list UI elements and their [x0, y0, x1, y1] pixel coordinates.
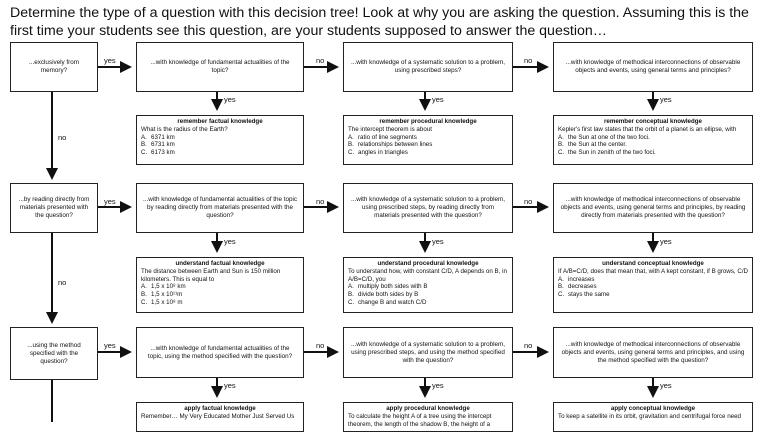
- example-question: To calculate the height A of a tree usin…: [348, 412, 492, 428]
- question-conceptual: ...with knowledge of methodical intercon…: [553, 327, 753, 378]
- question-factual: ...with knowledge of fundamental actuali…: [136, 327, 304, 378]
- page-title: Determine the type of a question with th…: [10, 5, 749, 39]
- example-apply-conceptual: apply conceptual knowledge To keep a sat…: [553, 402, 753, 432]
- option-b: B.the Sun at the center.: [558, 141, 627, 149]
- example-question: The distance between Earth and Sun is 15…: [141, 267, 281, 283]
- question-conceptual: ...with knowledge of methodical intercon…: [553, 42, 753, 92]
- example-understand-procedural: understand procedural knowledge To under…: [343, 257, 513, 313]
- example-question: The intercept theorem is about: [348, 125, 432, 133]
- example-question: Kepler's first law states that the orbit…: [558, 125, 737, 133]
- example-apply-procedural: apply procedural knowledge To calculate …: [343, 402, 513, 432]
- option-a: A.1,5 x 10⁸ km: [141, 283, 186, 291]
- yes-label: yes: [432, 95, 444, 104]
- question-procedural: ...with knowledge of a systematic soluti…: [343, 327, 513, 378]
- example-heading: apply conceptual knowledge: [610, 405, 696, 412]
- example-remember-conceptual: remember conceptual knowledge Kepler's f…: [553, 115, 753, 165]
- yes-label: yes: [104, 56, 116, 65]
- yes-label: yes: [432, 381, 444, 390]
- option-b: B.1,5 x 10¹¹m: [141, 291, 183, 299]
- no-label: no: [524, 341, 533, 350]
- yes-label: yes: [660, 95, 672, 104]
- question-procedural: ...with knowledge of a systematic soluti…: [343, 183, 513, 233]
- yes-label: yes: [224, 95, 236, 104]
- example-remember-factual: remember factual knowledge What is the r…: [136, 115, 304, 165]
- no-label: no: [524, 197, 533, 206]
- question-reading: ...by reading directly from materials pr…: [10, 183, 98, 233]
- no-label: no: [58, 133, 67, 142]
- option-b: B.relationships between lines: [348, 141, 433, 149]
- option-c: C.the Sun in zenith of the two foci.: [558, 149, 656, 157]
- example-question: To understand how, with constant C/D, A …: [348, 267, 507, 283]
- question-factual: ...with knowledge of fundamental actuali…: [136, 42, 304, 92]
- example-question: To keep a satellite in its orbit, gravit…: [558, 412, 741, 420]
- option-a: A.the Sun at one of the two foci.: [558, 133, 650, 141]
- no-label: no: [316, 197, 325, 206]
- option-a: A.ratio of line segments: [348, 133, 417, 141]
- no-label: no: [524, 56, 533, 65]
- example-heading: remember conceptual knowledge: [604, 118, 702, 125]
- option-c: C.6173 km: [141, 149, 175, 157]
- example-question: What is the radius of the Earth?: [141, 125, 228, 133]
- example-apply-factual: apply factual knowledge Remember… My Ver…: [136, 402, 304, 432]
- example-heading: understand procedural knowledge: [377, 260, 479, 267]
- example-heading: understand factual knowledge: [175, 260, 265, 267]
- option-c: C.angles in triangles: [348, 149, 408, 157]
- example-heading: remember procedural knowledge: [379, 118, 477, 125]
- option-b: B.divide both sides by B: [348, 291, 419, 299]
- option-a: A.increases: [558, 275, 595, 283]
- yes-label: yes: [432, 237, 444, 246]
- question-procedural: ...with knowledge of a systematic soluti…: [343, 42, 513, 92]
- question-conceptual: ...with knowledge of methodical intercon…: [553, 183, 753, 233]
- question-memory: ...exclusively from memory?: [10, 42, 98, 92]
- no-label: no: [316, 341, 325, 350]
- option-b: B.decreases: [558, 283, 597, 291]
- example-heading: apply procedural knowledge: [386, 405, 470, 412]
- option-a: A.6371 km: [141, 133, 175, 141]
- option-c: C.change B and watch C/D: [348, 298, 427, 306]
- yes-label: yes: [104, 341, 116, 350]
- example-understand-factual: understand factual knowledge The distanc…: [136, 257, 304, 313]
- yes-label: yes: [660, 381, 672, 390]
- example-understand-conceptual: understand conceptual knowledge If A/B=C…: [553, 257, 753, 313]
- connector-arrows: [46, 61, 659, 422]
- yes-label: yes: [104, 197, 116, 206]
- yes-label: yes: [224, 381, 236, 390]
- example-remember-procedural: remember procedural knowledge The interc…: [343, 115, 513, 165]
- no-label: no: [58, 278, 67, 287]
- yes-label: yes: [224, 237, 236, 246]
- option-c: C.stays the same: [558, 291, 610, 299]
- question-method: ...using the method specified with the q…: [10, 327, 98, 380]
- no-label: no: [316, 56, 325, 65]
- example-heading: remember factual knowledge: [177, 118, 263, 125]
- example-question: Remember… My Very Educated Mother Just S…: [141, 412, 295, 420]
- option-a: A.multiply both sides with B: [348, 283, 428, 291]
- example-heading: understand conceptual knowledge: [602, 260, 704, 267]
- example-heading: apply factual knowledge: [184, 405, 256, 412]
- option-c: C.1,5 x 10⁸ m: [141, 298, 183, 306]
- question-factual: ...with knowledge of fundamental actuali…: [136, 183, 304, 233]
- option-b: B.6731 km: [141, 141, 175, 149]
- yes-label: yes: [660, 237, 672, 246]
- example-question: If A/B=C/D, does that mean that, with A …: [558, 267, 749, 275]
